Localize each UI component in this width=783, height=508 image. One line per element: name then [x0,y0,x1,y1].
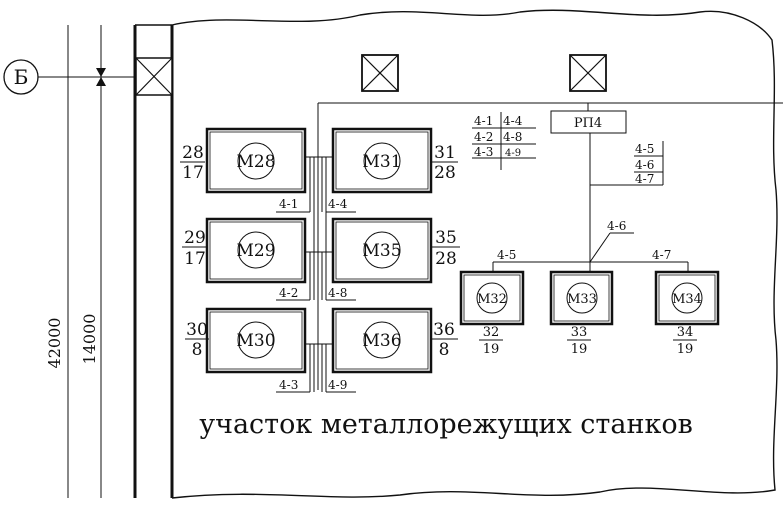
column-wall [135,57,173,96]
svg-text:4-1: 4-1 [474,114,493,128]
svg-text:М35: М35 [362,241,401,261]
machine-m31: М31 [331,127,433,194]
dim-outer: 42000 [45,318,64,369]
machine-m33: М33 [549,270,614,326]
svg-text:32: 32 [483,325,500,340]
label-4-2: 4-2 [279,286,298,300]
svg-text:30: 30 [186,320,208,340]
svg-text:8: 8 [192,340,203,360]
fraction-m28: 28 17 [180,143,205,183]
fraction-m29: 29 17 [182,228,207,269]
svg-text:36: 36 [433,320,455,340]
machine-m36: М36 [331,307,433,374]
machine-m34: М34 [654,270,720,326]
svg-text:4-2: 4-2 [474,130,493,144]
svg-text:4-5: 4-5 [635,142,654,156]
fraction-m33: 33 19 [567,325,591,357]
fraction-m36: 36 8 [432,320,458,360]
svg-text:33: 33 [571,325,588,340]
column-top-1 [361,54,399,92]
svg-text:М34: М34 [672,292,702,307]
svg-text:М36: М36 [362,331,401,351]
svg-text:М33: М33 [567,292,597,307]
line-table-right: 4-5 4-6 4-7 [590,141,664,186]
machine-m30: М30 [205,307,307,374]
label-4-1: 4-1 [279,197,298,211]
svg-text:4-3: 4-3 [474,145,493,159]
label-4-8: 4-8 [328,286,347,300]
svg-text:28: 28 [435,249,457,269]
svg-text:М30: М30 [236,331,275,351]
svg-text:М31: М31 [362,152,401,172]
svg-text:М32: М32 [477,292,507,307]
svg-text:4-4: 4-4 [503,114,523,128]
svg-text:28: 28 [434,163,456,183]
svg-text:35: 35 [435,228,457,248]
label-4-6: 4-6 [607,219,626,233]
fraction-m34: 34 19 [673,325,697,357]
axis-label: Б [14,65,29,89]
svg-text:19: 19 [483,342,500,357]
machine-m32: М32 [459,270,525,326]
label-4-9: 4-9 [328,378,347,392]
label-4-5: 4-5 [497,248,516,262]
svg-text:17: 17 [184,249,206,269]
building-outline [171,9,778,499]
area-title: участок металлорежущих станков [199,409,693,440]
label-4-7: 4-7 [652,248,671,262]
svg-text:31: 31 [434,143,456,163]
svg-text:8: 8 [439,340,450,360]
panel-label: РП4 [574,116,602,131]
fraction-m31: 31 28 [432,143,458,183]
svg-text:4-6: 4-6 [635,158,654,172]
label-4-4: 4-4 [328,197,348,211]
machine-m29: М29 [205,217,307,284]
svg-text:17: 17 [182,163,204,183]
svg-text:4-7: 4-7 [635,172,654,186]
svg-text:4-8: 4-8 [503,130,522,144]
svg-text:19: 19 [677,342,694,357]
fraction-m35: 35 28 [432,228,460,269]
svg-text:4-9: 4-9 [505,148,521,159]
svg-text:19: 19 [571,342,588,357]
svg-text:М28: М28 [236,152,275,172]
column-top-2 [569,54,607,92]
fraction-m30: 30 8 [185,320,209,360]
line-table-left: 4-1 4-4 4-2 4-8 4-3 4-9 [472,112,536,170]
svg-text:29: 29 [184,228,206,248]
machine-m28: М28 [205,127,307,194]
machine-m35: М35 [331,217,433,284]
fraction-m32: 32 19 [479,325,503,357]
dim-inner: 14000 [80,314,99,365]
label-4-3: 4-3 [279,378,298,392]
svg-text:М29: М29 [236,241,275,261]
svg-text:34: 34 [677,325,694,340]
svg-text:28: 28 [182,143,204,163]
